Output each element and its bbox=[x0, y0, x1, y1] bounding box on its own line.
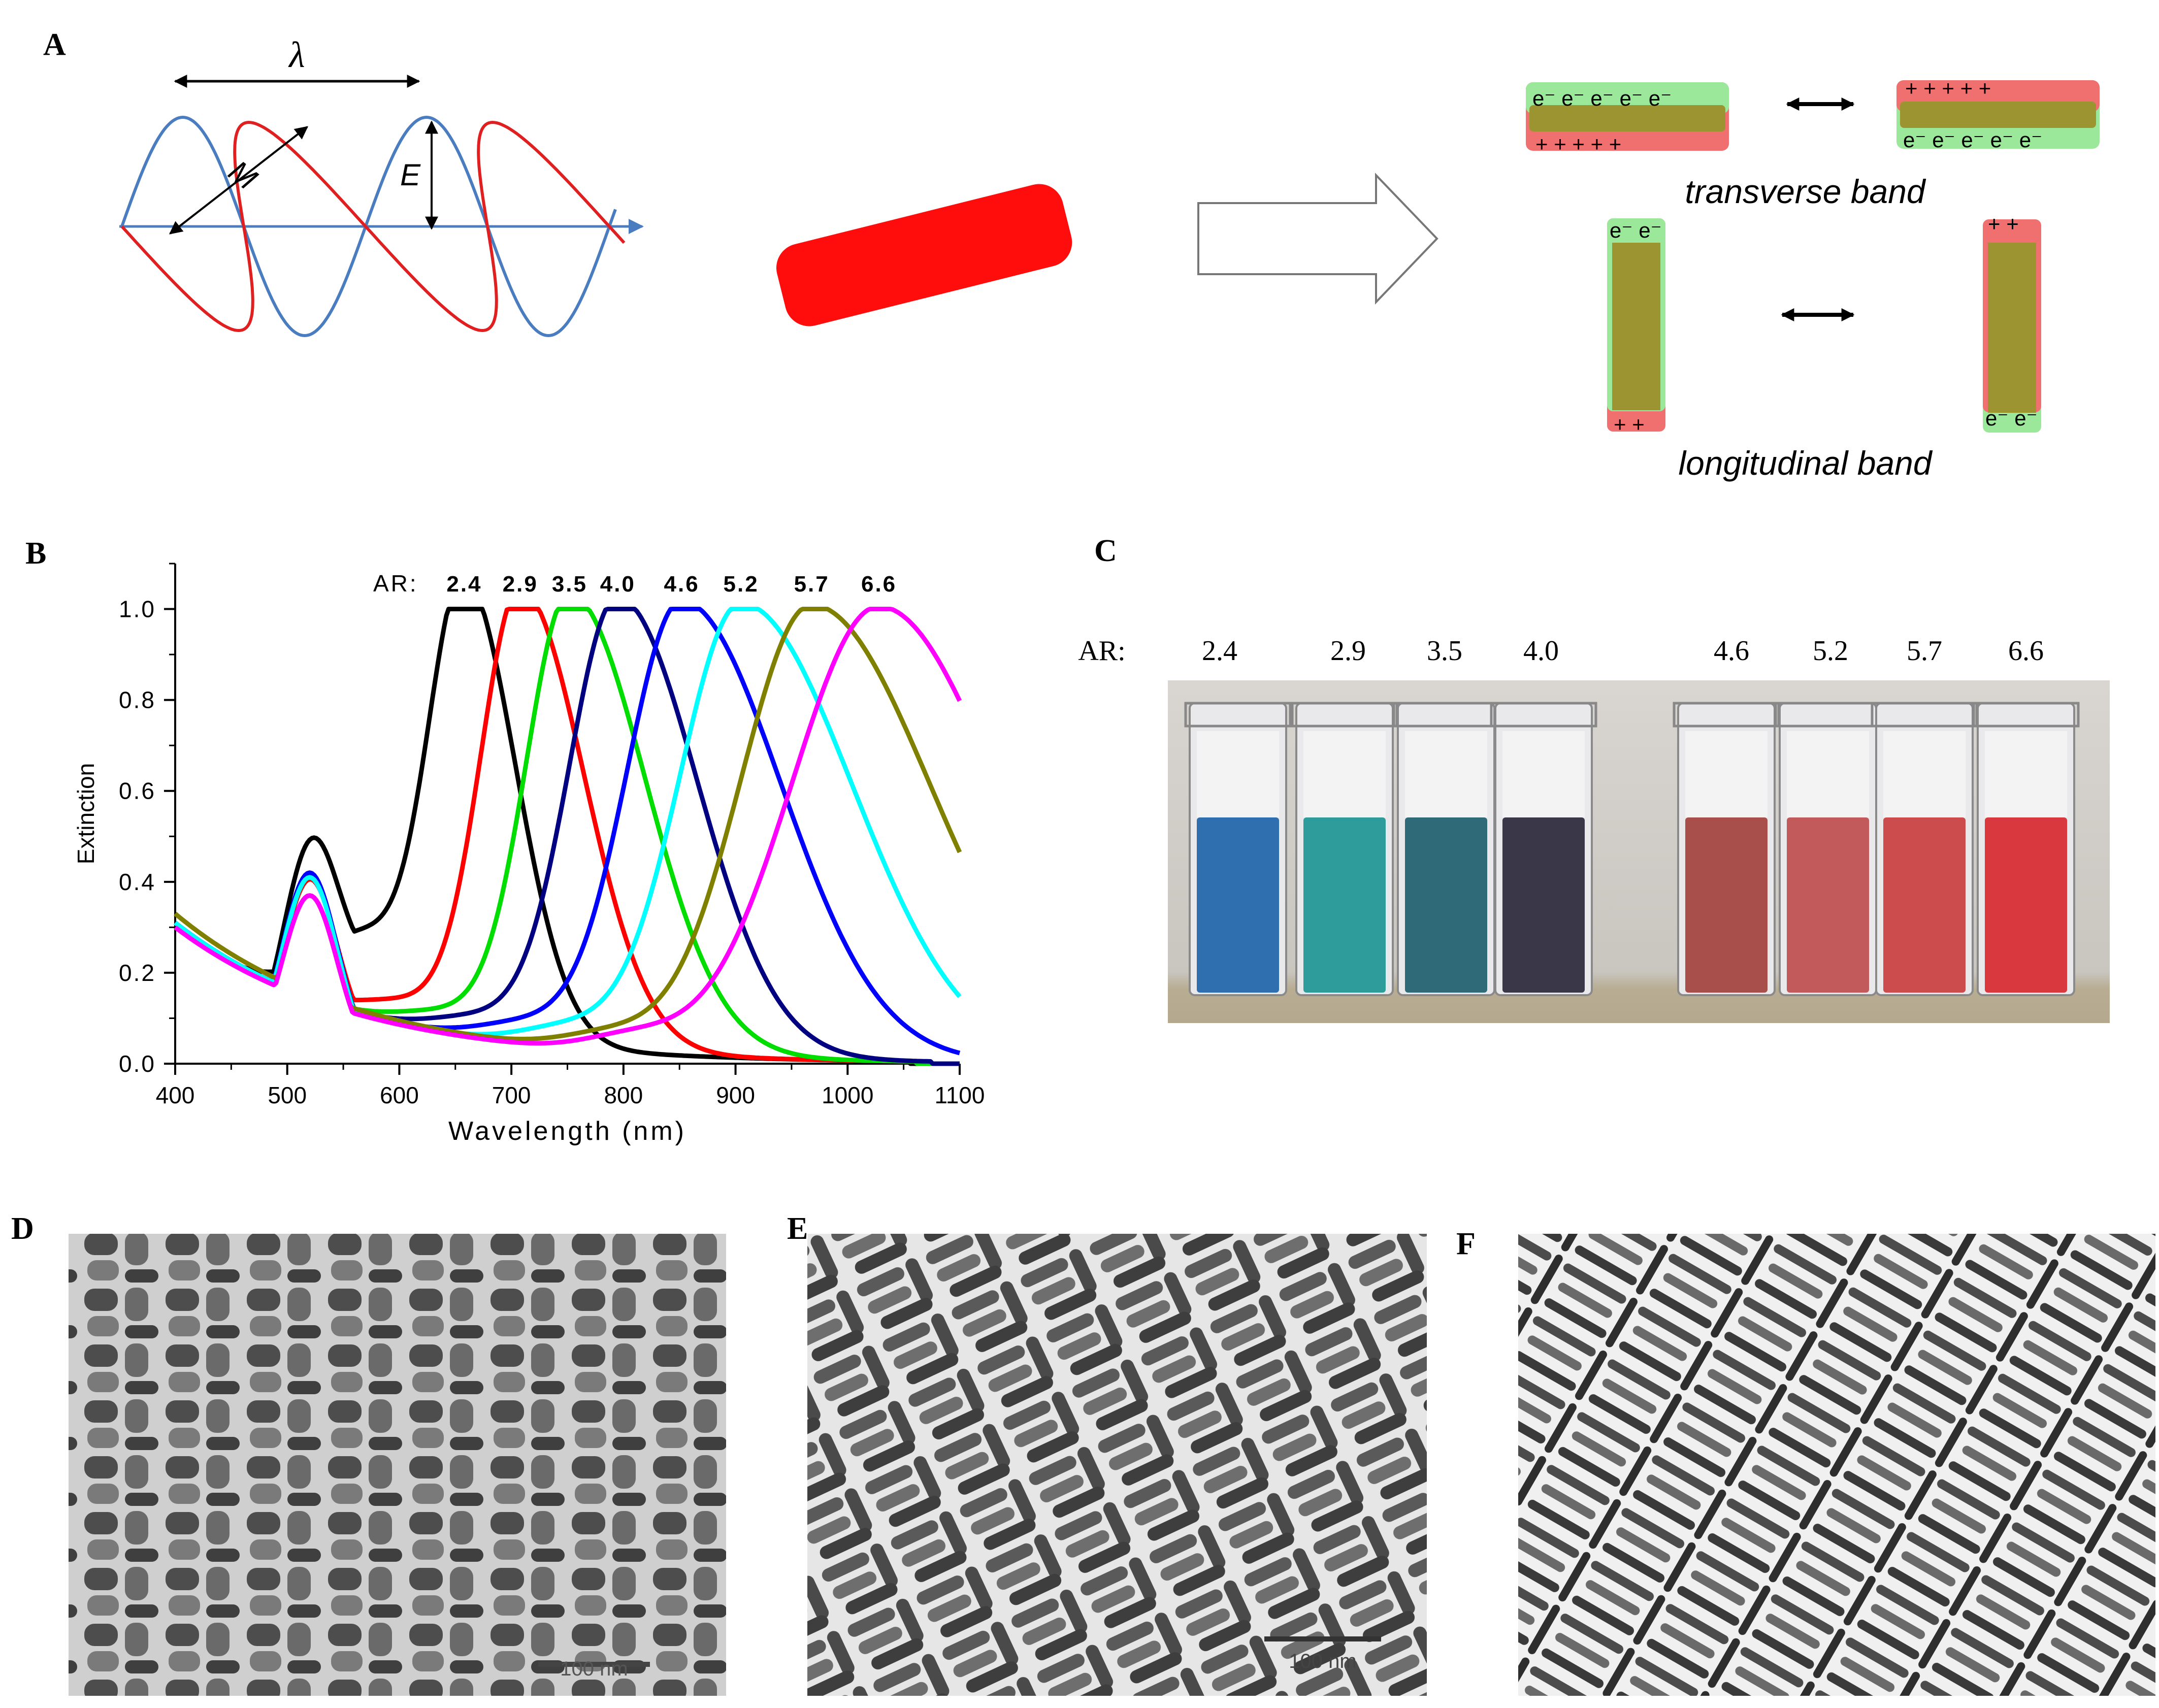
x-tick-label: 1000 bbox=[822, 1082, 873, 1108]
transverse-right-plus: + + + + + bbox=[1905, 76, 1991, 100]
cuvette-3.5 bbox=[1392, 702, 1500, 996]
transverse-caption: transverse band bbox=[1685, 173, 1926, 210]
e-label: E bbox=[400, 158, 421, 192]
panel-a-letter: A bbox=[43, 27, 66, 62]
m-label: M bbox=[222, 154, 264, 196]
transverse-right-electrons: e⁻ e⁻ e⁻ e⁻ e⁻ bbox=[1903, 128, 2042, 152]
series-line-6.6 bbox=[174, 607, 962, 1046]
panel-f-letter: F bbox=[1456, 1227, 1476, 1261]
transverse-rod-right bbox=[1896, 80, 2100, 149]
panel-e: E 100 nm bbox=[787, 1211, 1427, 1696]
series-line-4.6 bbox=[174, 607, 961, 1056]
cuvette-label-2.9: 2.9 bbox=[1330, 635, 1366, 667]
panel-c-ar-label: AR: bbox=[1078, 635, 1125, 667]
chart-ar-label: AR: bbox=[373, 570, 418, 597]
series-line-4.0 bbox=[174, 607, 960, 1066]
series-line-3.5 bbox=[174, 607, 960, 1066]
x-tick-label: 500 bbox=[268, 1082, 307, 1108]
scale-bar-label-d: 100 nm bbox=[560, 1658, 628, 1680]
x-tick-label: 700 bbox=[492, 1082, 531, 1108]
cuvettes bbox=[1184, 702, 2080, 996]
panel-c-letter: C bbox=[1094, 534, 1117, 568]
tem-image-e bbox=[807, 1234, 1427, 1696]
cuvette-ar-labels: 2.4 2.9 3.5 4.0 4.6 5.2 5.7 6.6 bbox=[1202, 635, 2044, 667]
x-tick-label: 400 bbox=[156, 1082, 195, 1108]
y-tick-label: 0.2 bbox=[119, 960, 156, 986]
cuvette-label-4.6: 4.6 bbox=[1714, 635, 1749, 667]
y-tick-label: 0.0 bbox=[119, 1050, 156, 1077]
series-label-4.6: 4.6 bbox=[664, 572, 700, 597]
tem-image-d bbox=[69, 1234, 726, 1696]
y-axis-label: Extinction bbox=[73, 763, 99, 864]
y-tick-label: 0.4 bbox=[119, 869, 156, 895]
x-axis-label: Wavelength (nm) bbox=[448, 1116, 686, 1146]
cuvette-4.6 bbox=[1673, 702, 1780, 996]
y-tick-label: 0.8 bbox=[119, 687, 156, 713]
hollow-arrow bbox=[1197, 173, 1438, 305]
series-label-3.5: 3.5 bbox=[552, 572, 587, 597]
x-tick-label: 800 bbox=[604, 1082, 643, 1108]
panel-a: A λ E M e⁻ e⁻ e⁻ e⁻ e⁻ + + + + + bbox=[43, 27, 2100, 482]
panel-e-letter: E bbox=[787, 1211, 808, 1246]
x-tick-label: 1100 bbox=[935, 1082, 985, 1108]
m-amplitude-arrow bbox=[169, 126, 309, 235]
longitudinal-rod-left bbox=[1607, 218, 1665, 432]
x-tick-label: 900 bbox=[716, 1082, 755, 1108]
scale-bar-label-e: 100 nm bbox=[1289, 1650, 1356, 1672]
cuvette-label-2.4: 2.4 bbox=[1202, 635, 1237, 667]
transverse-rod-left bbox=[1526, 82, 1729, 151]
series-line-2.4 bbox=[174, 607, 960, 1066]
series-line-5.7 bbox=[174, 607, 962, 1041]
panel-c: C AR: 2.4 2.9 3.5 4.0 4.6 5.2 5.7 6.6 bbox=[1078, 534, 2110, 1023]
panel-d: D 100 nm bbox=[11, 1211, 726, 1696]
cuvette-label-4.0: 4.0 bbox=[1523, 635, 1559, 667]
cuvette-label-3.5: 3.5 bbox=[1427, 635, 1462, 667]
cuvette-5.2 bbox=[1774, 702, 1882, 996]
longitudinal-rod-right bbox=[1983, 219, 2041, 433]
series-label-4.0: 4.0 bbox=[600, 572, 636, 597]
transverse-left-plus: + + + + + bbox=[1535, 132, 1621, 156]
series-label-5.7: 5.7 bbox=[794, 572, 830, 597]
series-label-5.2: 5.2 bbox=[724, 572, 759, 597]
cuvette-2.9 bbox=[1291, 702, 1398, 996]
tem-image-f bbox=[1518, 1234, 2155, 1696]
cuvette-2.4 bbox=[1184, 702, 1292, 996]
cuvette-label-5.7: 5.7 bbox=[1907, 635, 1942, 667]
cuvette-label-6.6: 6.6 bbox=[2008, 635, 2044, 667]
gold-nanorod bbox=[776, 184, 1072, 326]
longitudinal-right-electrons: e⁻ e⁻ bbox=[1985, 406, 2038, 430]
series-label-2.9: 2.9 bbox=[503, 572, 538, 597]
series-label-6.6: 6.6 bbox=[861, 572, 897, 597]
magnetic-field-wave bbox=[120, 120, 626, 333]
series-label-2.4: 2.4 bbox=[446, 572, 482, 597]
longitudinal-caption: longitudinal band bbox=[1678, 444, 1933, 482]
cuvette-4.0 bbox=[1490, 702, 1597, 996]
cuvette-label-5.2: 5.2 bbox=[1813, 635, 1848, 667]
panel-f: F bbox=[1456, 1227, 2155, 1696]
y-tick-label: 1.0 bbox=[119, 596, 156, 622]
panel-b: B 400 500 600 700 800 900 1000 1100 0.0 0.2 0.4 0.6… bbox=[25, 536, 985, 1146]
x-tick-label: 600 bbox=[380, 1082, 419, 1108]
panel-b-letter: B bbox=[25, 536, 46, 571]
extinction-chart: 400 500 600 700 800 900 1000 1100 0.0 0.2 0.4 0.6 0.… bbox=[73, 563, 985, 1146]
cuvette-6.6 bbox=[1972, 702, 2080, 996]
transverse-left-electrons: e⁻ e⁻ e⁻ e⁻ e⁻ bbox=[1532, 86, 1672, 110]
longitudinal-left-plus: + + bbox=[1614, 412, 1645, 436]
panel-d-letter: D bbox=[11, 1211, 34, 1246]
lambda-label: λ bbox=[288, 35, 305, 75]
y-tick-label: 0.6 bbox=[119, 778, 156, 804]
longitudinal-right-plus: + + bbox=[1988, 212, 2019, 236]
series-line-2.9 bbox=[174, 607, 960, 1066]
longitudinal-left-electrons: e⁻ e⁻ bbox=[1610, 218, 1662, 242]
cuvette-5.7 bbox=[1871, 702, 1978, 996]
series-line-5.2 bbox=[174, 607, 962, 1037]
